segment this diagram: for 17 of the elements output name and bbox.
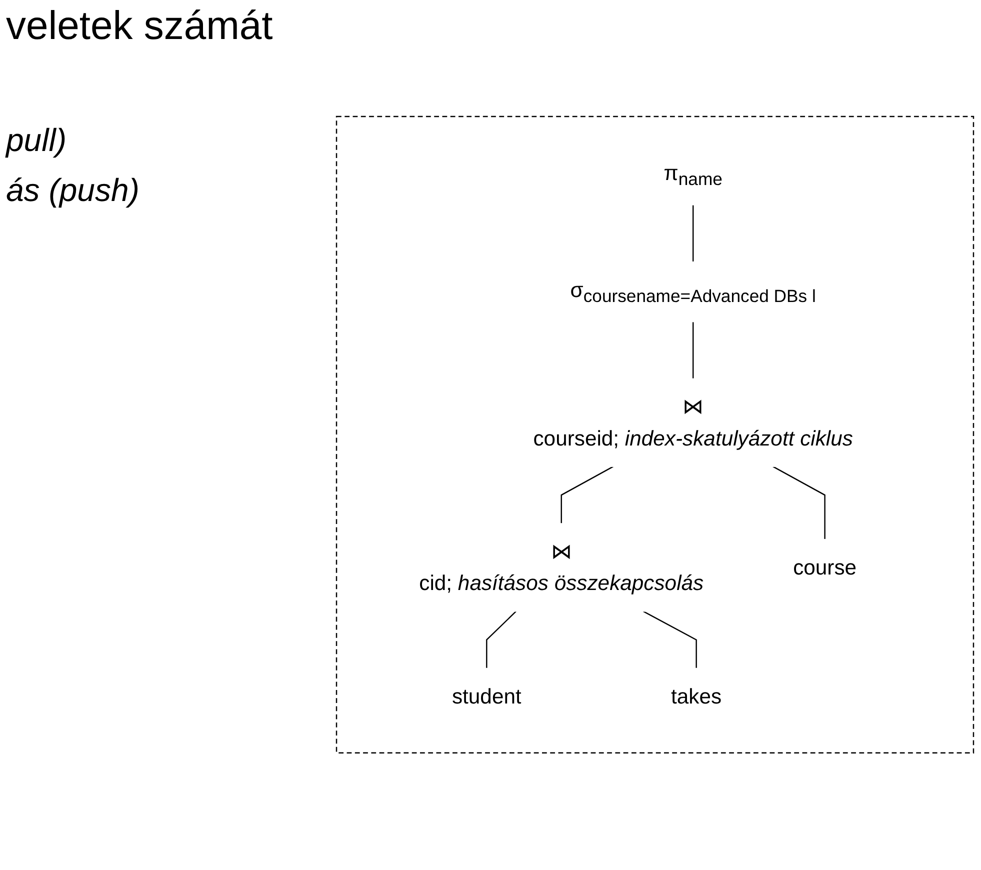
node-text: ⋈ courseid; index-skatulyázott ciklus <box>533 394 853 451</box>
node-text: σ$_{coursename=Advanced DBs l}$ <box>570 278 816 306</box>
bullet-text: ás (push) <box>5 171 140 210</box>
connector <box>642 611 697 669</box>
connector <box>486 611 516 669</box>
node-text: takes <box>671 684 722 708</box>
heading-text: veletek számát <box>5 3 274 50</box>
connector <box>772 466 826 540</box>
connector <box>692 205 694 262</box>
node-text: course <box>793 555 857 580</box>
connector <box>692 322 694 380</box>
node-text: ⋈ cid; hasításos összekapcsolás <box>419 539 704 596</box>
node-text: student <box>452 684 522 708</box>
node-text: π$_{name}$ <box>664 160 722 190</box>
cluster <box>336 116 974 754</box>
bullet-text: pull) <box>4 121 68 160</box>
connector <box>560 466 614 524</box>
